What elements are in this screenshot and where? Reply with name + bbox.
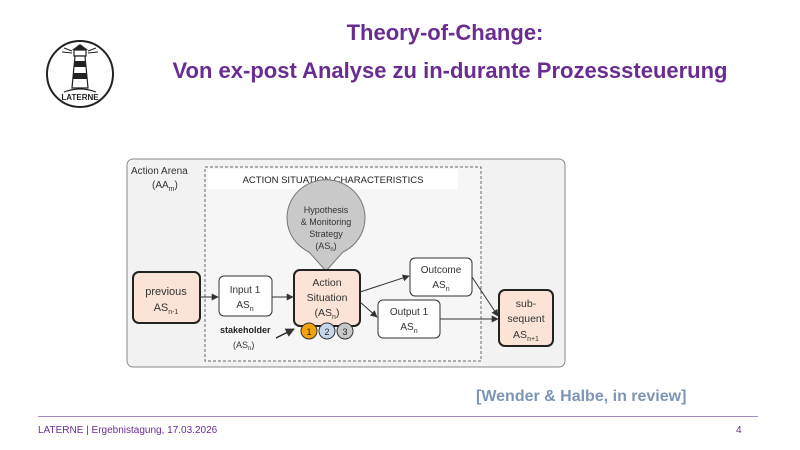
- characteristics-title-bg: [208, 169, 458, 189]
- arrow-stakeholder: [275, 328, 295, 339]
- action-situation-line1: Action: [312, 277, 341, 289]
- slide-title: Theory-of-Change:: [346, 20, 544, 45]
- output-line2: ASn: [400, 322, 417, 335]
- stakeholder-circle-3: [336, 322, 354, 340]
- slide-subtitle: Von ex-post Analyse zu in-durante Prozes…: [172, 58, 728, 83]
- stakeholder-circle-1-label: 1: [306, 327, 311, 337]
- logo-text: LATERNE: [61, 93, 99, 102]
- input-line2: ASn: [236, 300, 253, 313]
- theory-of-change-diagram: Action Arena (AAm) ACTION SITUATION CHAR…: [126, 158, 566, 368]
- previous-as-line2: ASn-1: [154, 302, 179, 316]
- hypothesis-line2: & Monitoring: [301, 217, 352, 227]
- output-line1: Output 1: [390, 307, 429, 318]
- lighthouse-icon: [61, 44, 99, 93]
- input-box: [218, 275, 273, 317]
- hypothesis-line3: Strategy: [309, 229, 343, 239]
- stakeholder-circle-3-label: 3: [342, 327, 347, 337]
- action-arena-sub: (AAm): [152, 180, 178, 193]
- logo-ring: [46, 40, 114, 108]
- arrow-action-to-outcome: [359, 274, 410, 293]
- stakeholder-label: stakeholder: [220, 325, 271, 335]
- stakeholder-circle-2: [318, 322, 336, 340]
- hypothesis-line4: (ASn): [315, 241, 336, 253]
- action-arena-label: Action Arena: [131, 166, 188, 177]
- page-number: 4: [736, 425, 742, 436]
- footer-divider: [38, 416, 758, 417]
- stakeholder-sub: (ASn): [233, 340, 254, 352]
- previous-as-line1: previous: [145, 286, 187, 298]
- subsequent-line2: sequent: [507, 313, 544, 325]
- action-situation-line2: Situation: [307, 292, 348, 304]
- arrow-action-to-output: [359, 301, 378, 318]
- subsequent-line3: ASn+1: [513, 329, 539, 343]
- footer-text: LATERNE | Ergebnistagung, 17.03.2026: [38, 425, 218, 436]
- stakeholder-circle-1: [300, 322, 318, 340]
- outcome-line1: Outcome: [421, 265, 462, 276]
- hypothesis-bubble: [286, 179, 366, 272]
- hypothesis-line1: Hypothesis: [304, 205, 349, 215]
- subsequent-as-box: [498, 289, 554, 347]
- stakeholder-circle-2-label: 2: [324, 327, 329, 337]
- subsequent-line1: sub-: [516, 298, 537, 310]
- arrow-outcome-to-subsequent: [471, 276, 499, 317]
- action-situation-line3: (ASn): [315, 307, 340, 321]
- outcome-line2: ASn: [432, 280, 449, 293]
- input-line1: Input 1: [230, 285, 261, 296]
- laterne-logo: LATERNE: [46, 40, 114, 108]
- citation: [Wender & Halbe, in review]: [476, 388, 687, 405]
